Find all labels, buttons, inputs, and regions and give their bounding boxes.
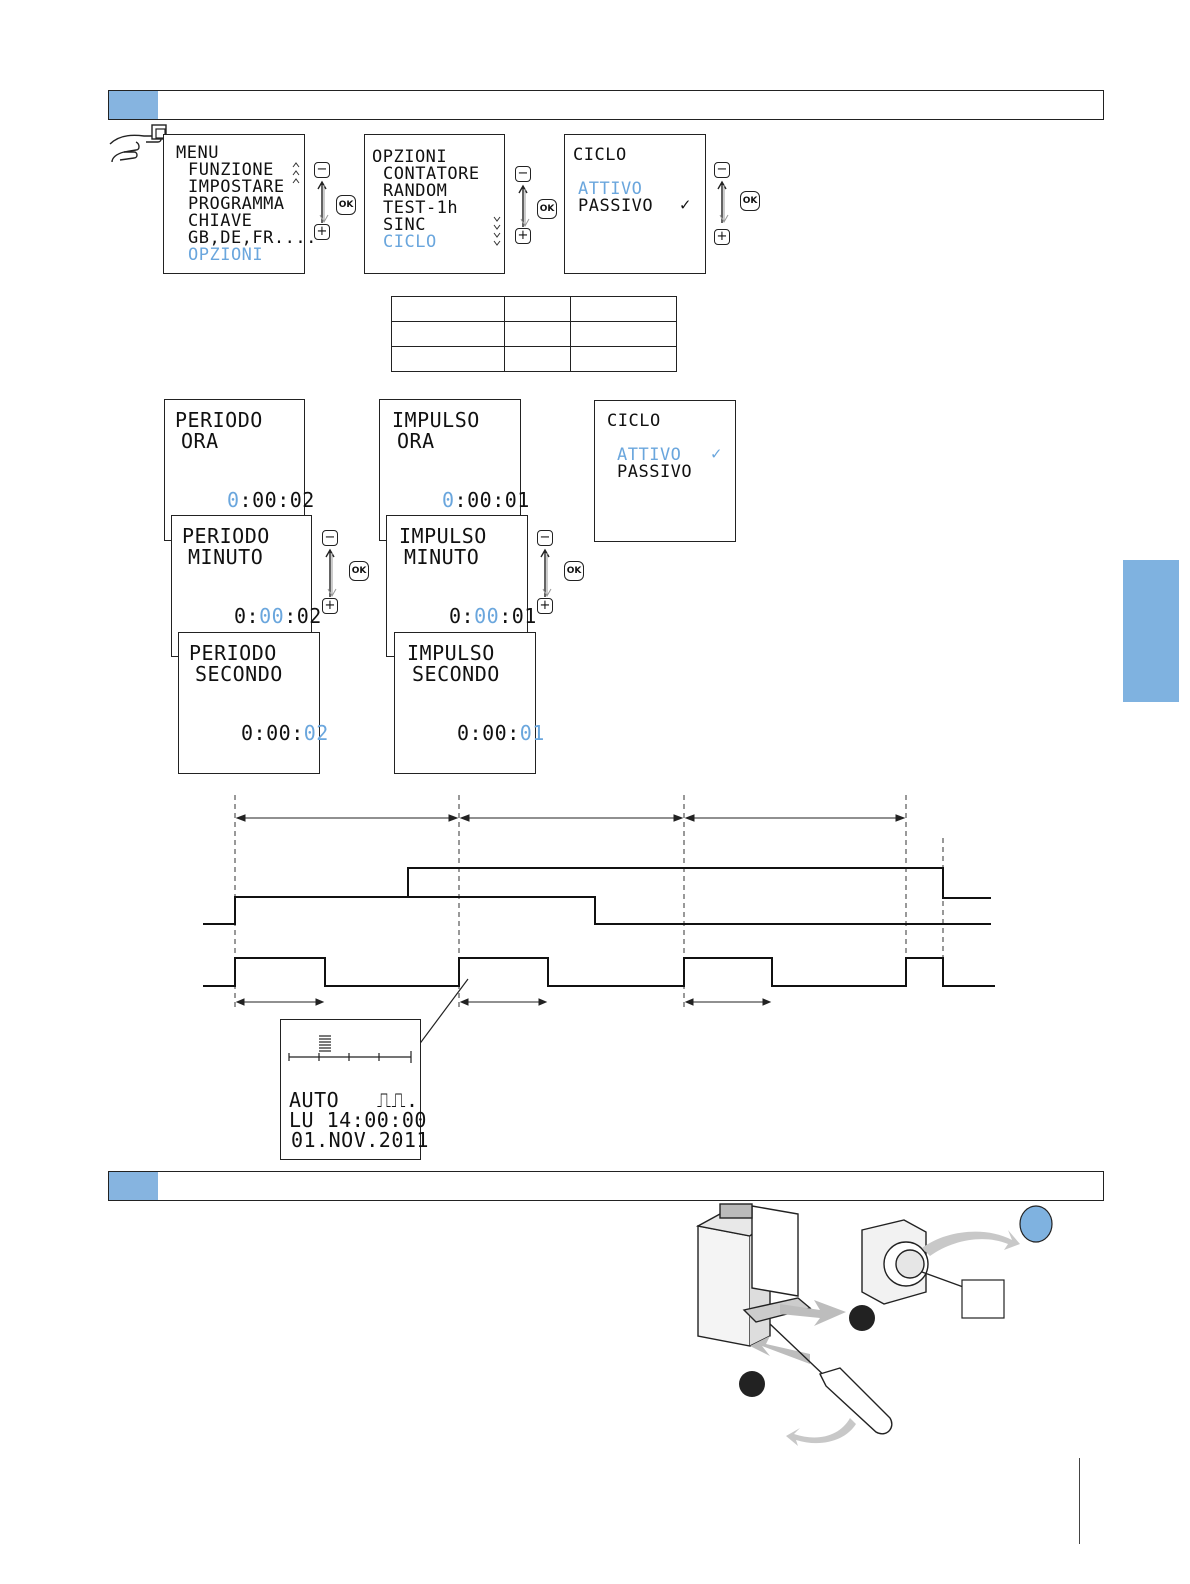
check-icon: ✓ <box>680 195 691 215</box>
lcd-title: PERIODO <box>189 641 277 665</box>
ok-key[interactable]: OK <box>336 195 356 215</box>
menu-item-selected[interactable]: CICLO <box>383 232 437 252</box>
scroll-up-icon <box>292 162 300 184</box>
key-column: − + OK <box>317 530 369 614</box>
time-value: 0:00:02 <box>234 604 322 628</box>
lcd-menu: MENU FUNZIONE IMPOSTARE PROGRAMMA CHIAVE… <box>163 134 316 274</box>
time-value: 0:00:02 <box>241 721 329 745</box>
ok-key[interactable]: OK <box>349 561 369 581</box>
plus-key[interactable]: + <box>537 598 553 614</box>
option-passivo[interactable]: PASSIVO <box>578 196 654 216</box>
time-value: 0:00:02 <box>227 488 315 512</box>
menu-item[interactable]: SINC <box>383 215 426 235</box>
scroll-down-icon <box>493 216 501 246</box>
lcd-subtitle: ORA <box>181 429 219 453</box>
up-down-arrow-icon <box>325 548 337 598</box>
plus-key[interactable]: + <box>714 229 730 245</box>
ok-key[interactable]: OK <box>740 191 760 211</box>
lcd-title: PERIODO <box>182 524 270 548</box>
minus-key[interactable]: − <box>322 530 338 546</box>
lcd-title: IMPULSO <box>407 641 495 665</box>
ok-key[interactable]: OK <box>564 561 584 581</box>
chapter-tab <box>1123 560 1179 702</box>
menu-item[interactable]: CONTATORE <box>383 164 480 184</box>
section-header-battery <box>108 1171 1104 1201</box>
option-passivo[interactable]: PASSIVO <box>617 462 693 482</box>
up-down-arrow-icon <box>317 180 329 224</box>
lcd-subtitle: MINUTO <box>188 545 264 569</box>
minus-key[interactable]: − <box>314 162 330 178</box>
pulse-icon: ⎍⎍. <box>377 1088 419 1112</box>
lcd-opzioni: OPZIONI CONTATORE RANDOM TEST-1h SINC CI… <box>364 134 505 274</box>
up-down-arrow-icon <box>518 184 530 228</box>
lcd-periodo-secondo: PERIODO SECONDO 0:00:02 <box>178 632 328 774</box>
lcd-ciclo-passivo: CICLO ATTIVO PASSIVO ✓ <box>564 134 706 274</box>
section-number-tab <box>109 91 158 119</box>
menu-item[interactable]: CHIAVE <box>188 211 253 231</box>
lcd-subtitle: SECONDO <box>412 662 500 686</box>
lcd-title: MENU <box>176 143 219 163</box>
time-value: 0:00:01 <box>442 488 530 512</box>
option-attivo[interactable]: ATTIVO <box>617 445 682 465</box>
mode-label: AUTO <box>289 1088 340 1112</box>
settings-table <box>391 296 677 372</box>
check-icon: ✓ <box>711 444 722 464</box>
plus-key[interactable]: + <box>515 228 531 244</box>
lcd-title: IMPULSO <box>392 408 480 432</box>
menu-item[interactable]: FUNZIONE <box>188 160 274 180</box>
hand-press-icon <box>109 124 167 163</box>
lcd-ciclo-attivo: CICLO ATTIVO PASSIVO ✓ <box>594 400 736 542</box>
time-value: 0:00:01 <box>457 721 545 745</box>
menu-item[interactable]: PROGRAMMA <box>188 194 285 214</box>
key-column: − + OK <box>710 162 760 245</box>
lcd-subtitle: ORA <box>397 429 435 453</box>
menu-item[interactable]: GB,DE,FR.... <box>188 228 317 248</box>
key-column: − + OK <box>511 166 559 246</box>
menu-item[interactable]: IMPOSTARE <box>188 177 285 197</box>
section-header-cycle <box>108 90 1104 120</box>
day-time: LU 14:00:00 <box>289 1108 427 1132</box>
key-column: − + OK <box>310 162 358 242</box>
footer-divider <box>1079 1458 1080 1544</box>
minus-key[interactable]: − <box>515 166 531 182</box>
lcd-title: PERIODO <box>175 408 263 432</box>
lcd-impulso-secondo: IMPULSO SECONDO 0:00:01 <box>394 632 544 774</box>
menu-item[interactable]: TEST-1h <box>383 198 459 218</box>
time-value: 0:00:01 <box>449 604 537 628</box>
minus-key[interactable]: − <box>714 162 730 178</box>
section-number-tab <box>109 1172 158 1200</box>
lcd-title: IMPULSO <box>399 524 487 548</box>
menu-item[interactable]: RANDOM <box>383 181 448 201</box>
up-down-arrow-icon <box>717 180 729 224</box>
lcd-title: CICLO <box>607 411 661 431</box>
timing-diagram <box>203 795 995 1010</box>
device-battery-illustration <box>695 1203 1053 1446</box>
lcd-title: OPZIONI <box>372 147 448 167</box>
lcd-subtitle: SECONDO <box>195 662 283 686</box>
date: 01.NOV.2011 <box>291 1128 429 1152</box>
key-column: − + OK <box>532 530 584 614</box>
plus-key[interactable]: + <box>322 598 338 614</box>
minus-key[interactable]: − <box>537 530 553 546</box>
up-down-arrow-icon <box>540 548 552 598</box>
lcd-status: AUTO ⎍⎍. LU 14:00:00 01.NOV.2011 <box>280 1019 428 1160</box>
plus-key[interactable]: + <box>314 224 330 240</box>
timeline-bar-icon <box>288 1035 412 1063</box>
menu-item-selected[interactable]: OPZIONI <box>188 245 264 265</box>
lcd-subtitle: MINUTO <box>404 545 480 569</box>
option-attivo[interactable]: ATTIVO <box>578 179 643 199</box>
ok-key[interactable]: OK <box>537 199 557 219</box>
lcd-title: CICLO <box>573 145 627 165</box>
